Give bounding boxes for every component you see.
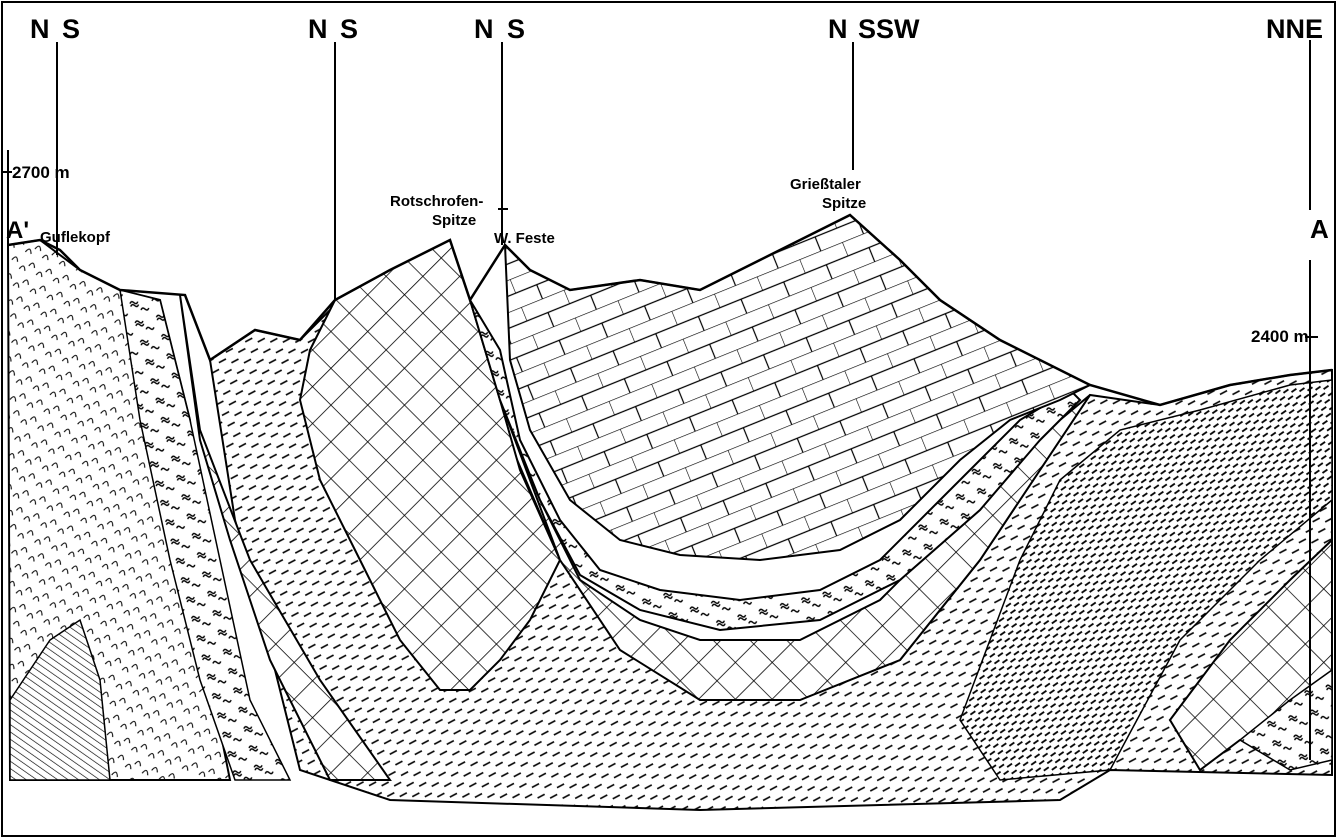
marker-2-right: S xyxy=(340,14,358,44)
topographic-profile xyxy=(7,213,1333,407)
tick-marks xyxy=(2,171,1318,338)
marker-3-left: N xyxy=(474,14,494,44)
elevation-2400: 2400 m xyxy=(1251,327,1309,346)
elevation-2700: 2700 m xyxy=(12,163,70,182)
peak-rotschrofen-line2: Spitze xyxy=(432,212,476,229)
wave-band-left xyxy=(119,288,292,781)
dark-wedge xyxy=(9,618,111,781)
marker-2-left: N xyxy=(308,14,328,44)
section-end-right: A xyxy=(1310,214,1329,244)
marker-5-right: NNE xyxy=(1266,14,1323,44)
marker-lines xyxy=(7,40,1311,760)
peak-griesstaler-line2: Spitze xyxy=(822,195,866,212)
section-markers: N S N S N S N SSW NNE xyxy=(30,14,1323,44)
dense-shale-band xyxy=(959,379,1333,781)
peak-guflekopf: Guflekopf xyxy=(40,229,111,246)
crosshatch-syncline xyxy=(499,394,1091,701)
marker-1-left: N xyxy=(30,14,50,44)
peak-w-feste: W. Feste xyxy=(494,230,555,247)
section-layers xyxy=(6,213,1333,812)
marker-1-right: S xyxy=(62,14,80,44)
peak-rotschrofen-line1: Rotschrofen- xyxy=(390,193,483,210)
crosshatch-left xyxy=(179,294,392,781)
section-end-left: A' xyxy=(6,217,29,244)
peak-griesstaler-line1: Grießtaler xyxy=(790,176,861,193)
marker-4-left: N xyxy=(828,14,848,44)
marker-3-right: S xyxy=(507,14,525,44)
marker-4-right: SSW xyxy=(858,14,920,44)
peak-labels: Guflekopf Rotschrofen- Spitze W. Feste G… xyxy=(40,176,866,247)
